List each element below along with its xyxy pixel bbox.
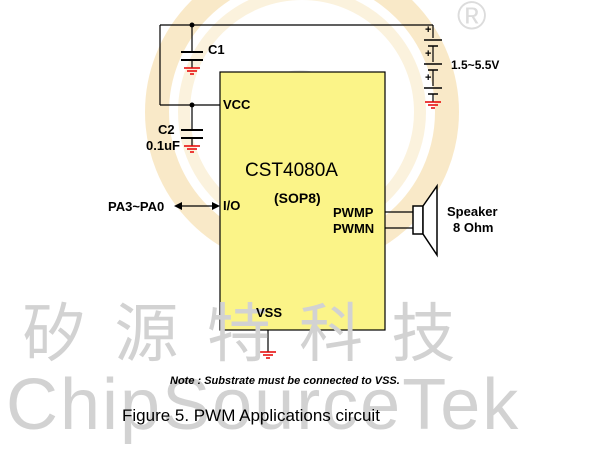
c2-capacitor [181,129,203,153]
registered-mark: ® [457,0,487,38]
speaker-icon [412,183,438,258]
pin-pwmp: PWMP [333,205,374,220]
battery-plus-3: + [425,72,432,84]
battery-voltage: 1.5~5.5V [451,58,500,72]
c2-label: C2 [158,122,175,137]
pin-pwmn: PWMN [333,221,375,236]
watermark-english-name: ChipSourceTek [6,365,521,445]
io-port-label: PA3~PA0 [108,199,165,214]
c2-value: 0.1uF [146,138,180,153]
chip-part-number: CST4080A [245,160,338,181]
io-bidirectional-arrow [174,202,220,210]
c1-label: C1 [208,42,225,57]
battery-plus-2: + [425,48,432,60]
substrate-note: Note : Substrate must be connected to VS… [170,375,400,387]
battery-symbol [424,39,442,109]
battery-plus-1: + [425,24,432,36]
pin-io: I/O [223,198,241,213]
junction-dot [189,22,195,28]
chip-body [219,71,386,331]
watermark-chinese-name: 矽 源 特 科 技 [22,298,460,372]
vss-ground-icon [260,351,276,359]
c1-capacitor [181,51,203,75]
chip-package: (SOP8) [274,190,321,206]
figure-caption: Figure 5. PWM Applications circuit [122,406,380,425]
pin-vcc: VCC [223,97,251,112]
speaker-label: Speaker [447,204,498,219]
pin-vss: VSS [256,305,283,320]
junction-dot [189,102,195,108]
speaker-impedance: 8 Ohm [453,220,494,235]
